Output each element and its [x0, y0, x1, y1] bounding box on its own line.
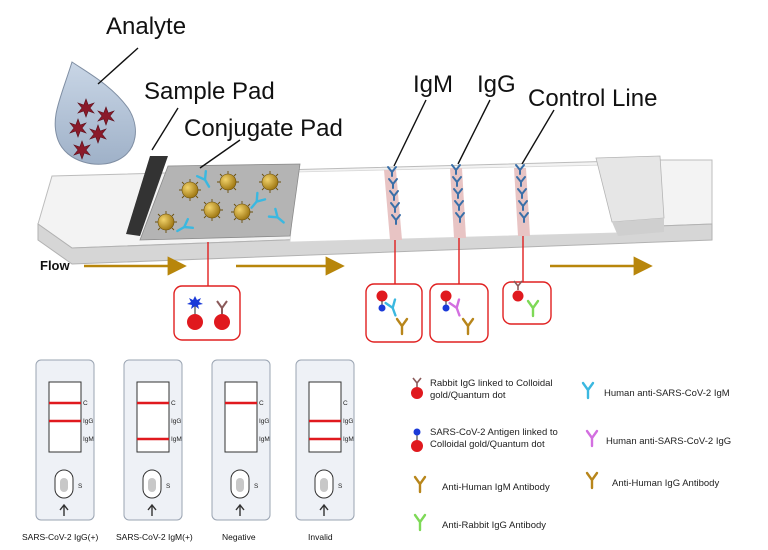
zoom-box-control — [502, 280, 552, 325]
cassette-2-caption: SARS-CoV-2 IgM(+) — [116, 532, 193, 542]
zoom-connectors — [207, 236, 524, 286]
arrow-up-icon — [319, 503, 329, 516]
legend-anti-human-igm-text: Anti-Human IgM Antibody — [442, 482, 550, 493]
legend-human-igg-text: Human anti-SARS-CoV-2 IgG — [606, 436, 731, 447]
cassette-igm-label: IgM — [343, 436, 354, 443]
cassette-s-label: S — [166, 483, 171, 490]
cassette-s-label: S — [78, 483, 83, 490]
cassette-igg-label: IgG — [83, 418, 93, 425]
igg-label: IgG — [477, 71, 516, 98]
zoom-box-igm — [365, 283, 423, 343]
cassette-1: C IgG IgM S — [35, 359, 95, 521]
legend-anti-human-igm: Anti-Human IgM Antibody — [413, 475, 550, 494]
cassette-igm-label: IgM — [259, 436, 270, 443]
cassette-4: C IgG IgM S — [295, 359, 355, 521]
legend-antigen-text-2: Colloidal gold/Quantum dot — [430, 439, 545, 450]
cassette-igg-label: IgG — [343, 418, 353, 425]
zoom-box-conjugate — [173, 285, 241, 341]
arrow-up-icon — [59, 503, 69, 516]
legend-anti-rabbit-igg: Anti-Rabbit IgG Antibody — [413, 513, 546, 532]
control-line-band — [514, 168, 530, 236]
sample-pad — [126, 156, 168, 236]
arrow-up-icon — [235, 503, 245, 516]
cassette-c-label: C — [343, 400, 348, 407]
legend-rabbit-igg-text-2: gold/Quantum dot — [430, 390, 506, 401]
cassette-4-caption: Invalid — [308, 532, 333, 542]
cassette-s-label: S — [338, 483, 343, 490]
legend-antigen-text: SARS-CoV-2 Antigen linked to — [430, 427, 558, 438]
analyte-droplet — [54, 61, 136, 165]
control-line-label: Control Line — [528, 85, 657, 112]
cassette-3: C IgG IgM S — [211, 359, 271, 521]
conjugate-pad-label: Conjugate Pad — [184, 115, 343, 142]
cassette-s-label: S — [254, 483, 259, 490]
legend-anti-rabbit-igg-text: Anti-Rabbit IgG Antibody — [442, 520, 546, 531]
flow-label: Flow — [40, 258, 70, 273]
legend-rabbit-igg-text: Rabbit IgG linked to Colloidal — [430, 378, 553, 389]
legend-human-igg: Human anti-SARS-CoV-2 IgG — [585, 429, 731, 448]
cassette-igm-label: IgM — [83, 436, 94, 443]
zoom-box-igg — [429, 283, 489, 343]
analyte-label: Analyte — [106, 13, 186, 40]
cassette-c-label: C — [259, 400, 264, 407]
legend-anti-human-igg-text: Anti-Human IgG Antibody — [612, 478, 719, 489]
cassette-3-caption: Negative — [222, 532, 256, 542]
legend-human-igm: Human anti-SARS-CoV-2 IgM — [581, 381, 730, 400]
cassette-c-label: C — [171, 400, 176, 407]
cassette-igg-label: IgG — [259, 418, 269, 425]
arrow-up-icon — [147, 503, 157, 516]
legend: Rabbit IgG linked to Colloidal gold/Quan… — [411, 377, 731, 532]
legend-rabbit-igg: Rabbit IgG linked to Colloidal gold/Quan… — [411, 377, 553, 401]
cassette-2: C IgG IgM S — [123, 359, 183, 521]
cassette-igm-label: IgM — [171, 436, 182, 443]
cassette-igg-label: IgG — [171, 418, 181, 425]
cassette-1-caption: SARS-CoV-2 IgG(+) — [22, 532, 98, 542]
legend-antigen: SARS-CoV-2 Antigen linked to Colloidal g… — [411, 427, 558, 452]
sample-pad-label: Sample Pad — [144, 78, 275, 105]
cassette-c-label: C — [83, 400, 88, 407]
igm-label: IgM — [413, 71, 453, 98]
igg-test-line — [450, 168, 466, 238]
legend-anti-human-igg: Anti-Human IgG Antibody — [585, 471, 719, 490]
legend-human-igm-text: Human anti-SARS-CoV-2 IgM — [604, 388, 730, 399]
leader-lines — [97, 47, 555, 169]
test-strip — [37, 155, 713, 265]
